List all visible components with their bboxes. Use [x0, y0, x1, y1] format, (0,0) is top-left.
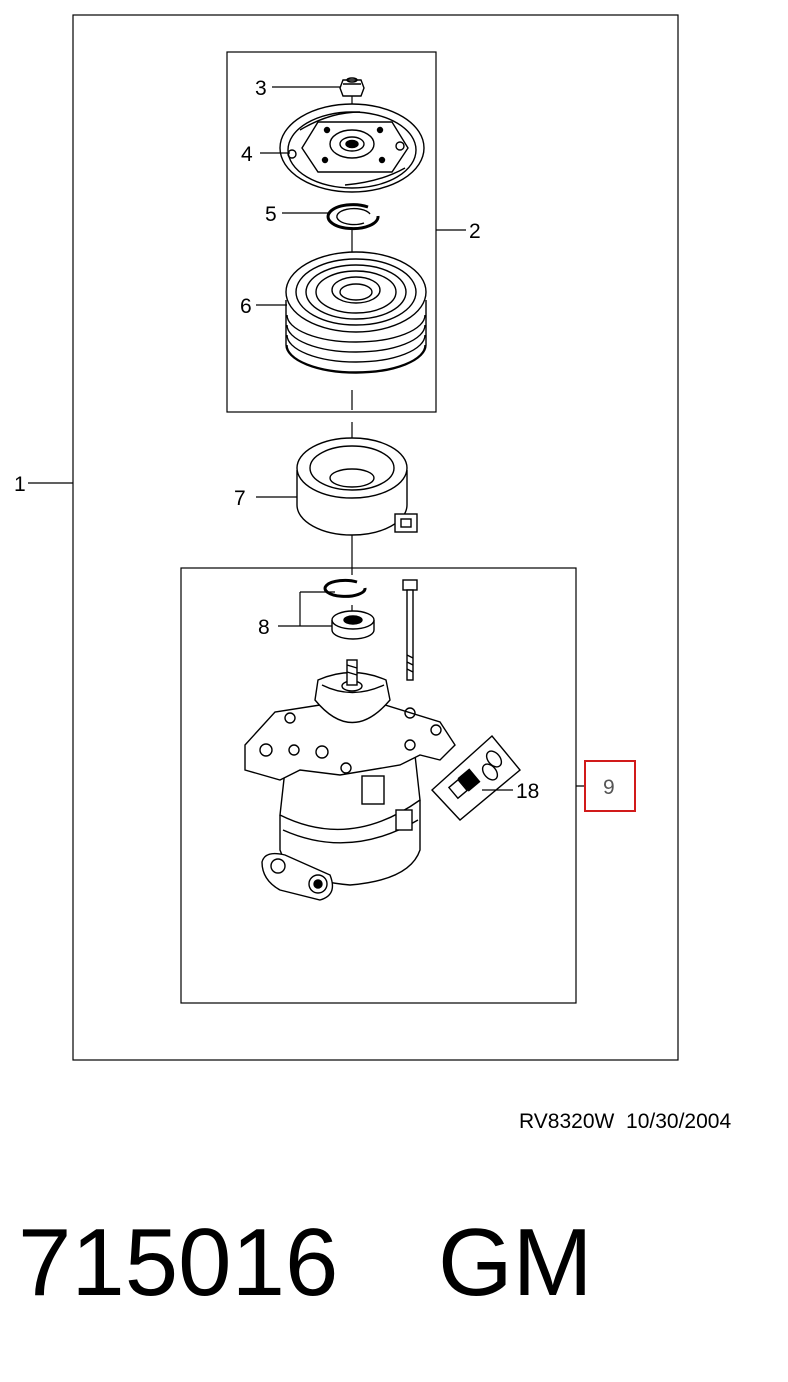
- callout-3: 3: [255, 77, 267, 100]
- vehicle-make: GM: [438, 1209, 593, 1316]
- drawing-reference: RV8320W 10/30/2004: [519, 1110, 731, 1134]
- callout-4: 4: [241, 143, 253, 166]
- relief-valve-kit-part: [431, 734, 521, 821]
- callout-8: 8: [258, 616, 270, 639]
- exploded-parts-diagram: 1 2 3 4 5 6 7 8 18 9: [14, 14, 679, 1061]
- callout-9[interactable]: 9: [603, 776, 615, 799]
- leader-lines: [28, 86, 598, 791]
- drawing-date: 10/30/2004: [626, 1110, 732, 1133]
- callout-2: 2: [469, 220, 481, 243]
- callout-6: 6: [240, 295, 252, 318]
- assembly-frame: [72, 14, 679, 1061]
- shaft-seal-parts: [323, 578, 375, 640]
- callout-7: 7: [234, 487, 246, 510]
- callout-1: 1: [14, 473, 26, 496]
- callout-5: 5: [265, 203, 277, 226]
- field-coil-part: [296, 437, 418, 536]
- clutch-subassembly-frame: [226, 51, 437, 413]
- bolt-part: [402, 579, 418, 681]
- compressor-body-part: [244, 659, 456, 901]
- nut-part: [339, 77, 365, 97]
- pulley-part: [285, 251, 427, 374]
- part-number: 715016: [18, 1209, 339, 1316]
- snap-ring-part: [326, 203, 380, 231]
- drawing-ref-code: RV8320W: [519, 1110, 615, 1133]
- callout-9-highlight[interactable]: [584, 760, 636, 812]
- callout-18: 18: [516, 780, 539, 803]
- armature-plate-part: [279, 103, 425, 193]
